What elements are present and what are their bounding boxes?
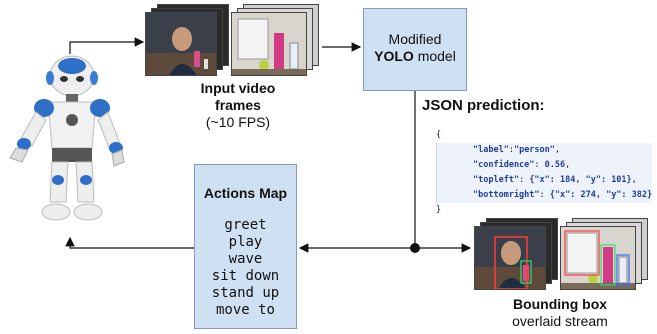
person-frame-image bbox=[146, 13, 216, 75]
bbox-caption-bold: Bounding box bbox=[512, 296, 608, 312]
action-item: move to bbox=[215, 302, 275, 318]
actions-list: greet play wave sit down stand up move t… bbox=[195, 217, 296, 319]
bbox-frames-stack bbox=[474, 218, 654, 290]
actions-map-box: Actions Map greet play wave sit down sta… bbox=[194, 164, 297, 329]
bbox-objects-frame bbox=[560, 226, 636, 290]
bbox-objects-frame-image bbox=[561, 227, 635, 289]
bbox-caption: Bounding box overlaid stream bbox=[500, 296, 620, 330]
json-line: "topleft": {"x": 184, "y": 101}, bbox=[436, 173, 653, 188]
json-close-brace: } bbox=[436, 205, 442, 215]
input-caption-fps: (~10 FPS) bbox=[205, 114, 271, 130]
bbox-person-frame bbox=[474, 226, 546, 290]
robot-to-frames-arrow bbox=[69, 37, 145, 54]
json-line: "confidence": 0.56, bbox=[436, 158, 653, 173]
bbox-caption-normal: overlaid stream bbox=[512, 313, 608, 329]
person-frame bbox=[145, 12, 217, 76]
action-item: stand up bbox=[211, 285, 280, 301]
action-item: wave bbox=[228, 251, 263, 267]
action-item: play bbox=[228, 234, 263, 250]
json-line: "label":"person", bbox=[436, 143, 653, 158]
input-frames-caption: Input video frames (~10 FPS) bbox=[178, 80, 298, 131]
yolo-line1: Modified bbox=[388, 31, 442, 47]
yolo-line2: YOLO model bbox=[364, 48, 466, 65]
input-frames-stack bbox=[145, 4, 325, 76]
action-item: greet bbox=[224, 217, 267, 233]
input-caption-line2: frames bbox=[215, 97, 261, 113]
yolo-model-box: Modified YOLO model bbox=[363, 8, 467, 91]
yolo-bold: YOLO bbox=[374, 48, 414, 64]
nao-robot-image bbox=[9, 55, 125, 221]
action-item: sit down bbox=[211, 268, 280, 284]
json-open-brace: { bbox=[436, 130, 442, 140]
objects-frame-image bbox=[232, 13, 306, 75]
actions-to-robot-arrow bbox=[65, 236, 194, 249]
objects-frame bbox=[231, 12, 307, 76]
actions-map-title: Actions Map bbox=[203, 185, 288, 201]
bbox-person-frame-image bbox=[475, 227, 545, 289]
yolo-rest: model bbox=[413, 48, 456, 64]
json-prediction-title: JSON prediction: bbox=[422, 97, 545, 114]
json-line: "bottomright": {"x": 274, "y": 382} bbox=[436, 188, 653, 203]
input-caption-line1: Input video bbox=[200, 80, 276, 96]
json-prediction-code: { "label":"person", "confidence": 0.56, … bbox=[436, 128, 653, 218]
